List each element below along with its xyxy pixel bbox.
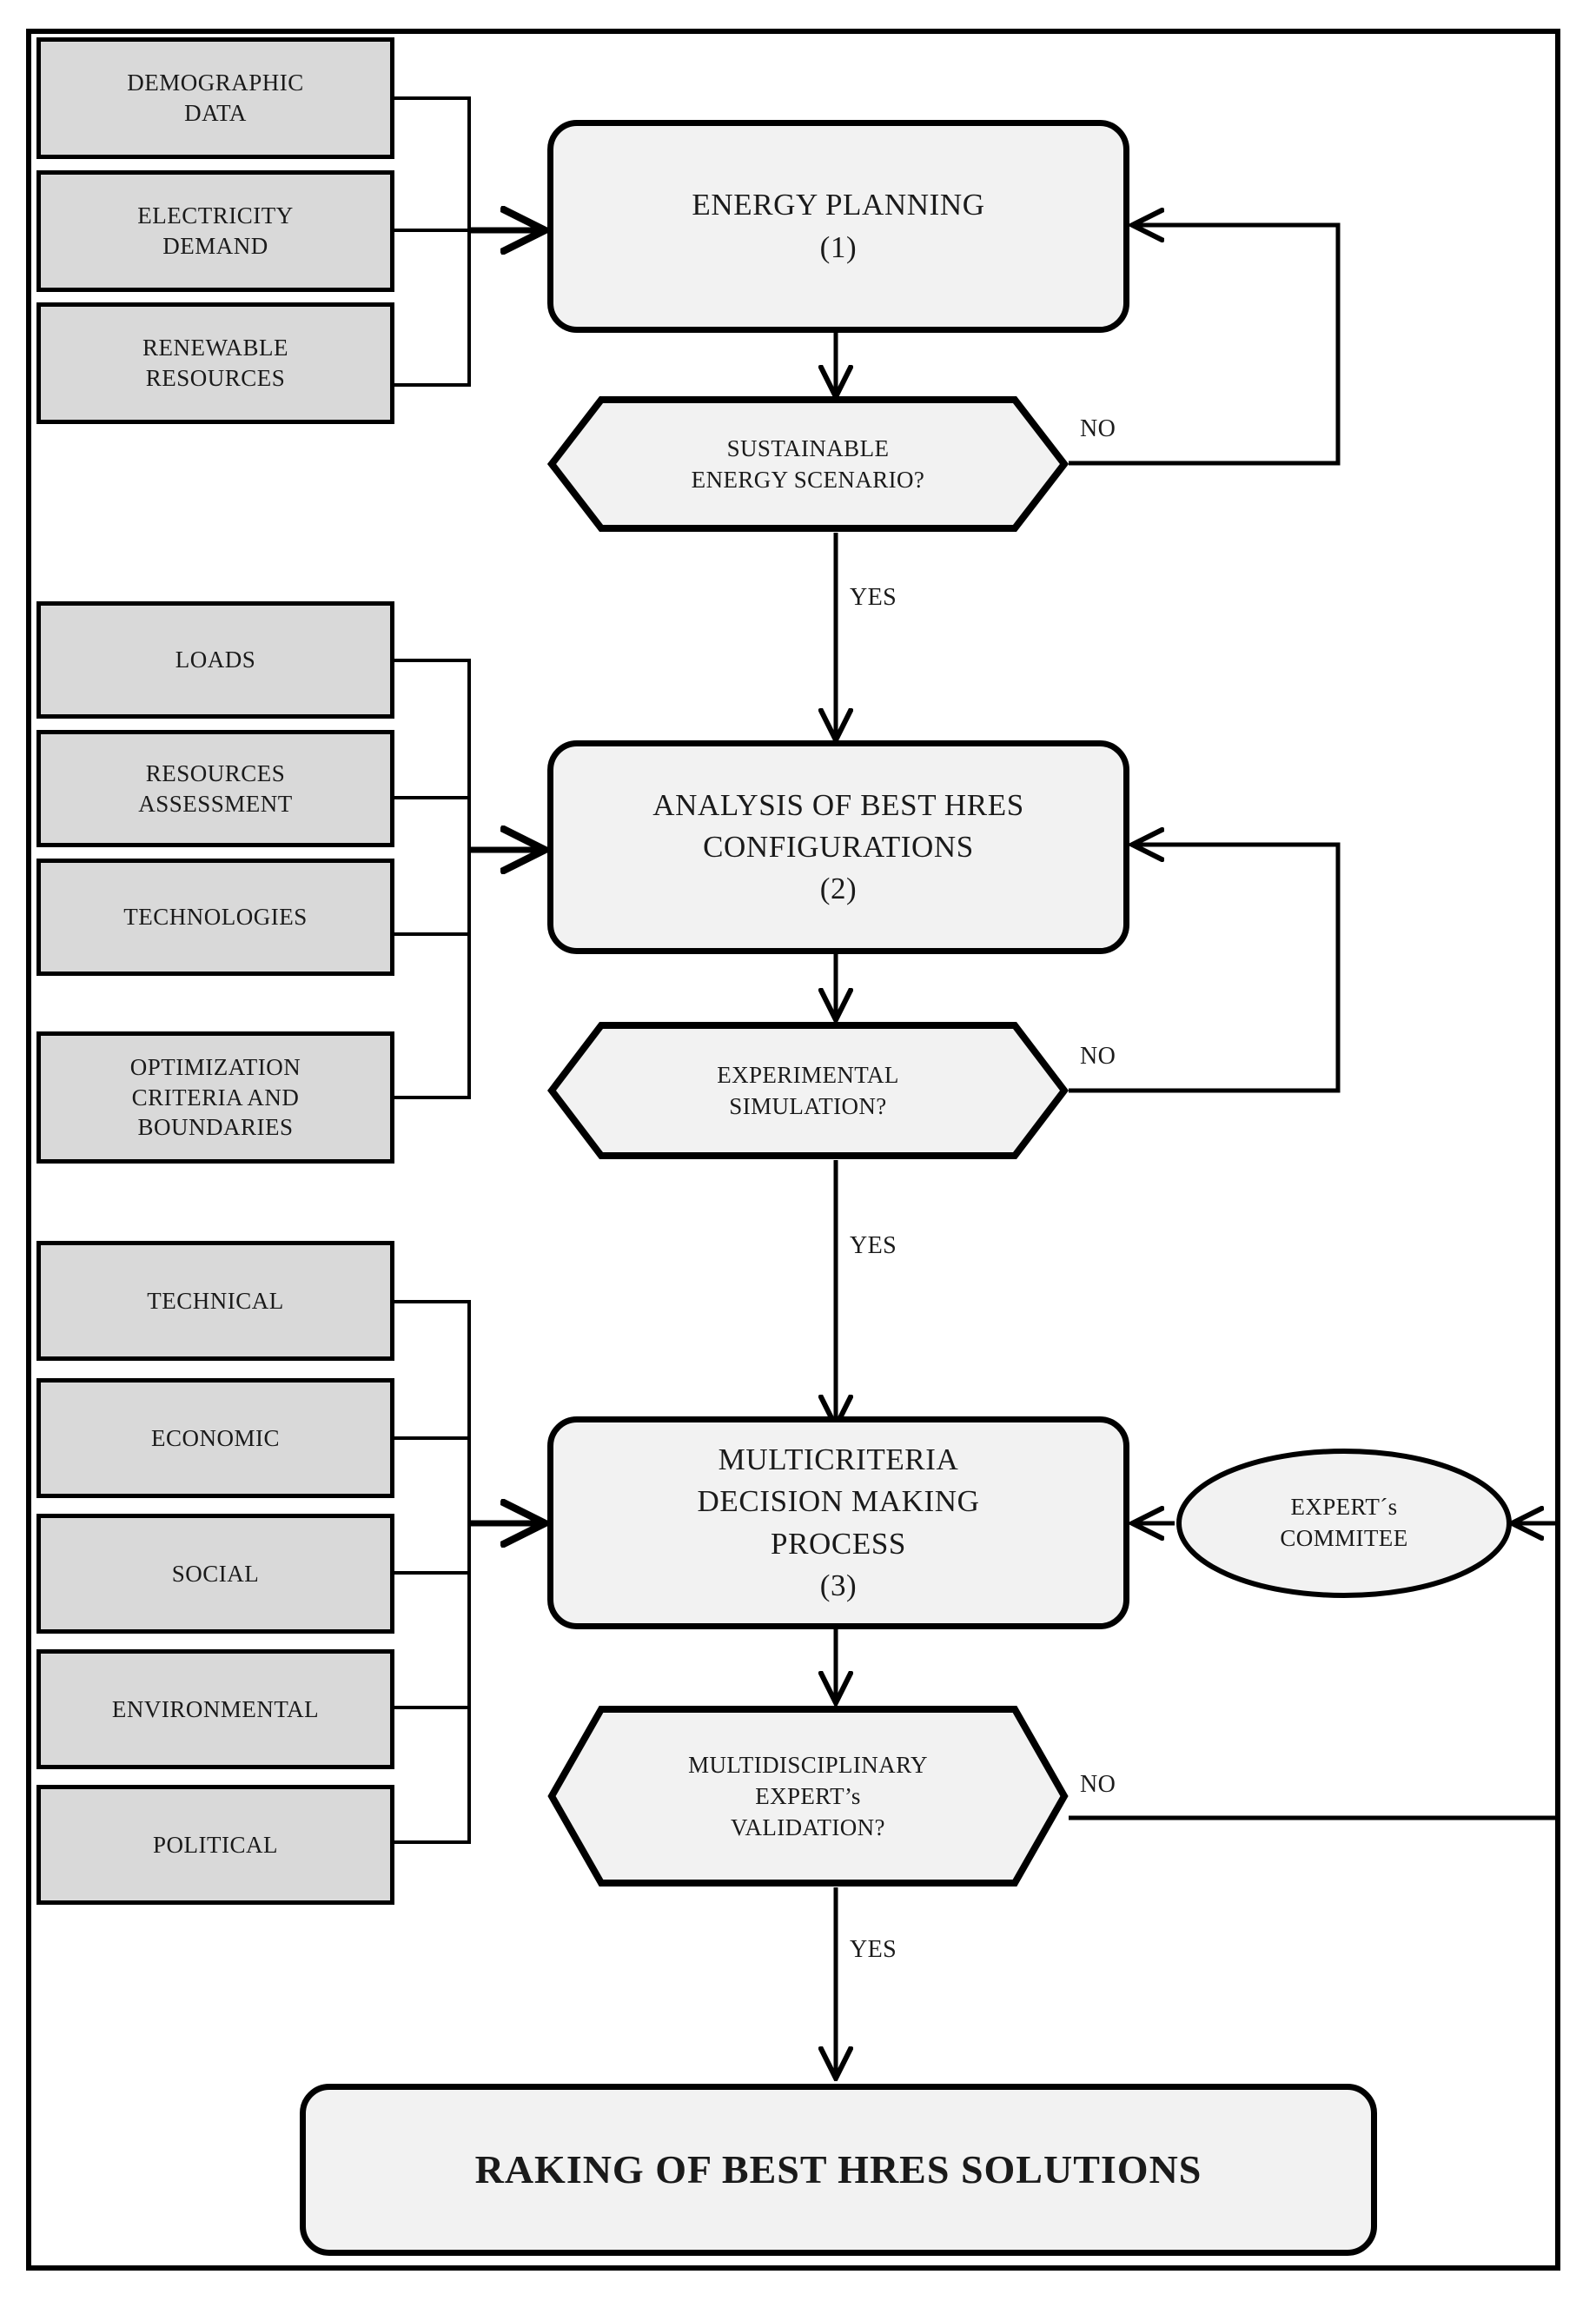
label-line-2: RESOURCES	[145, 365, 286, 391]
input-box-optimization-criteria[interactable]: OPTIMIZATION CRITERIA AND BOUNDARIES	[36, 1031, 394, 1164]
label-line-1: MULTICRITERIA	[718, 1442, 959, 1476]
input-box-technologies[interactable]: TECHNOLOGIES	[36, 859, 394, 976]
hexagon-shape	[547, 1706, 1069, 1887]
input-box-economic[interactable]: ECONOMIC	[36, 1378, 394, 1498]
label-line-2: DEMAND	[162, 233, 268, 259]
branch-label-stage2-no: NO	[1080, 1043, 1116, 1070]
label-line-2: ASSESSMENT	[138, 790, 293, 817]
label-line-2: DATA	[184, 100, 247, 126]
decision-experimental-simulation[interactable]: EXPERIMENTAL SIMULATION?	[547, 1021, 1069, 1160]
label-line-2: CONFIGURATIONS	[703, 829, 974, 864]
input-box-label: RESOURCES ASSESSMENT	[138, 759, 293, 819]
label-line-1: OPTIMIZATION	[129, 1054, 301, 1081]
result-ranking-best-hres-solutions[interactable]: RAKING OF BEST HRES SOLUTIONS	[300, 2084, 1377, 2256]
label-line-1: DEMOGRAPHIC	[127, 70, 304, 96]
diagram-outer-frame	[26, 29, 1560, 2271]
input-box-loads[interactable]: LOADS	[36, 601, 394, 719]
input-box-political[interactable]: POLITICAL	[36, 1785, 394, 1905]
input-box-renewable-resources[interactable]: RENEWABLE RESOURCES	[36, 302, 394, 424]
decision-multidisciplinary-experts-validation[interactable]: MULTIDISCIPLINARY EXPERT’s VALIDATION?	[547, 1705, 1069, 1887]
process-label: MULTICRITERIA DECISION MAKING PROCESS (3…	[698, 1439, 980, 1607]
input-box-label: SOCIAL	[172, 1559, 260, 1589]
process-analysis-best-hres-configurations[interactable]: ANALYSIS OF BEST HRES CONFIGURATIONS (2)	[547, 740, 1129, 954]
hexagon-shape	[547, 1022, 1069, 1159]
input-box-environmental[interactable]: ENVIRONMENTAL	[36, 1649, 394, 1769]
input-box-label: ELECTRICITY DEMAND	[137, 201, 293, 261]
branch-label-stage2-yes: YES	[850, 1232, 897, 1259]
label-line-3: PROCESS	[771, 1526, 906, 1561]
branch-label-stage3-yes: YES	[850, 1936, 897, 1963]
input-box-label: OPTIMIZATION CRITERIA AND BOUNDARIES	[130, 1052, 301, 1143]
input-box-technical[interactable]: TECHNICAL	[36, 1241, 394, 1361]
process-label: ENERGY PLANNING (1)	[692, 184, 984, 269]
label-line-3: BOUNDARIES	[137, 1114, 294, 1141]
label-line-1: ECONOMIC	[150, 1424, 280, 1451]
input-box-label: TECHNICAL	[147, 1286, 283, 1316]
label-line-1: LOADS	[175, 647, 256, 673]
process-energy-planning[interactable]: ENERGY PLANNING (1)	[547, 120, 1129, 333]
process-label: ANALYSIS OF BEST HRES CONFIGURATIONS (2)	[652, 785, 1024, 911]
input-box-label: DEMOGRAPHIC DATA	[127, 68, 304, 128]
input-box-demographic-data[interactable]: DEMOGRAPHIC DATA	[36, 37, 394, 159]
branch-label-stage1-yes: YES	[850, 584, 897, 611]
result-label: RAKING OF BEST HRES SOLUTIONS	[474, 2147, 1202, 2192]
label-line-1: ELECTRICITY	[137, 202, 294, 229]
label-line-1: ENVIRONMENTAL	[111, 1695, 320, 1722]
input-box-label: POLITICAL	[153, 1830, 278, 1860]
input-box-label: TECHNOLOGIES	[123, 902, 307, 932]
label-line-2: CRITERIA AND	[131, 1084, 300, 1111]
label-line-1: SOCIAL	[171, 1560, 260, 1587]
label-line-1: TECHNOLOGIES	[123, 904, 308, 931]
decision-sustainable-energy-scenario[interactable]: SUSTAINABLE ENERGY SCENARIO?	[547, 395, 1069, 533]
label-line-1: TECHNICAL	[147, 1287, 284, 1314]
input-box-label: LOADS	[175, 645, 256, 675]
label-line-1: ENERGY PLANNING	[692, 188, 985, 222]
branch-label-stage3-no: NO	[1080, 1771, 1116, 1798]
input-box-resources-assessment[interactable]: RESOURCES ASSESSMENT	[36, 730, 394, 847]
label-line-2: DECISION MAKING	[697, 1484, 980, 1519]
experts-committee-node[interactable]: EXPERT´s COMMITEE	[1175, 1447, 1513, 1600]
label-line-1: RESOURCES	[145, 759, 286, 786]
process-multicriteria-decision-making[interactable]: MULTICRITERIA DECISION MAKING PROCESS (3…	[547, 1416, 1129, 1629]
ellipse-shape	[1176, 1449, 1512, 1598]
hexagon-shape	[547, 396, 1069, 532]
label-line-1: RENEWABLE	[142, 335, 288, 361]
label-line-2: (1)	[819, 229, 858, 264]
label-line-3: (2)	[819, 872, 858, 906]
input-box-label: ECONOMIC	[151, 1423, 280, 1454]
label-line-1: ANALYSIS OF BEST HRES	[652, 787, 1024, 822]
input-box-label: RENEWABLE RESOURCES	[142, 333, 288, 393]
label-line-4: (3)	[819, 1568, 858, 1602]
label-line-1: POLITICAL	[153, 1831, 278, 1858]
input-box-label: ENVIRONMENTAL	[112, 1694, 319, 1725]
branch-label-stage1-no: NO	[1080, 415, 1116, 442]
input-box-social[interactable]: SOCIAL	[36, 1514, 394, 1634]
input-box-electricity-demand[interactable]: ELECTRICITY DEMAND	[36, 170, 394, 292]
